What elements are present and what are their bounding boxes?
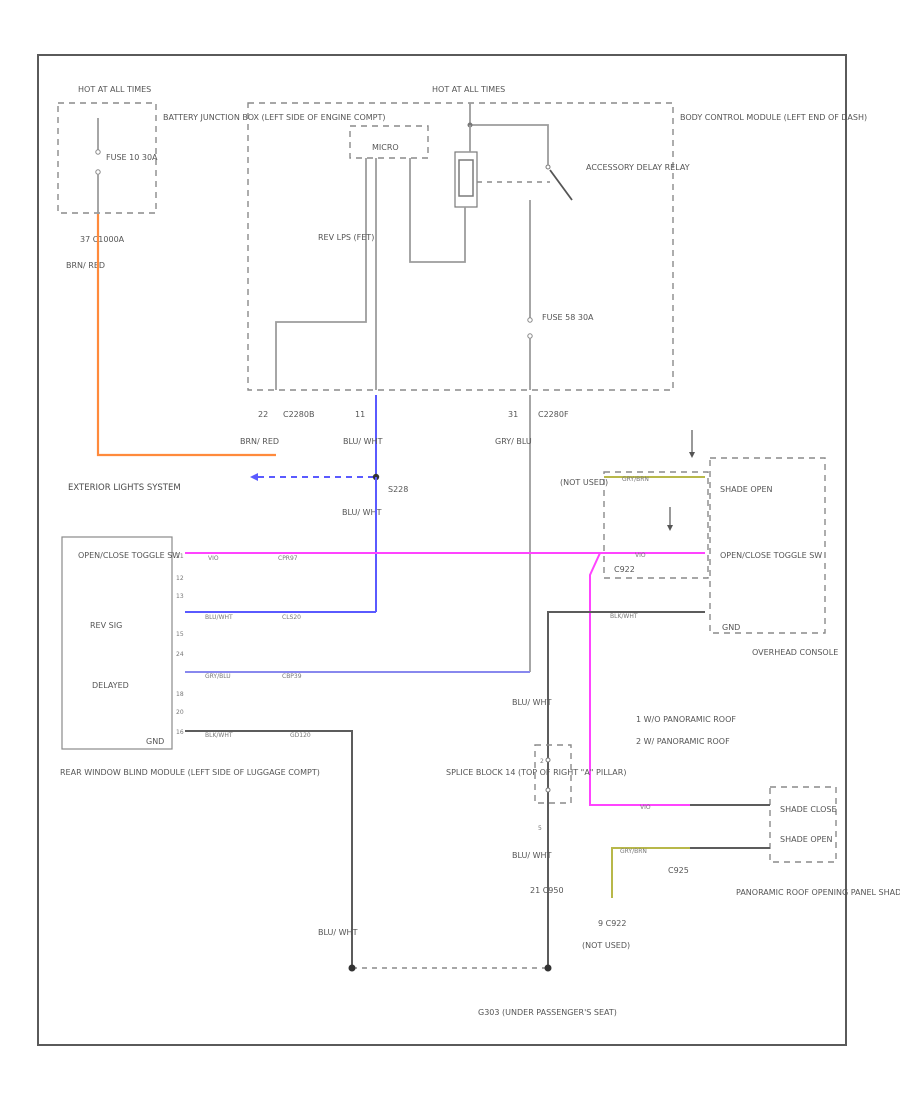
svg-text:EXTERIOR LIGHTS SYSTEM: EXTERIOR LIGHTS SYSTEM [68, 483, 181, 493]
svg-text:HOT AT ALL TIMES: HOT AT ALL TIMES [78, 85, 151, 94]
svg-text:CLS20: CLS20 [282, 614, 301, 621]
body-control-module: HOT AT ALL TIMES BODY CONTROL MODULE (LE… [247, 85, 867, 419]
svg-text:FUSE 10 30A: FUSE 10 30A [106, 153, 158, 162]
overhead-console: SHADE OPEN OPEN/CLOSE TOGGLE SW GND OVER… [560, 430, 838, 657]
svg-text:2 W/ PANORAMIC ROOF: 2 W/ PANORAMIC ROOF [636, 737, 730, 746]
svg-text:FUSE 58 30A: FUSE 58 30A [542, 313, 594, 322]
svg-text:VIO: VIO [208, 555, 219, 562]
svg-text:21: 21 [176, 553, 184, 560]
svg-text:BLU/ WHT: BLU/ WHT [512, 698, 552, 707]
svg-text:BRN/ RED: BRN/ RED [240, 437, 279, 446]
svg-text:12: 12 [176, 575, 184, 582]
splice-block-14: 2 SPLICE BLOCK 14 (TOP OF RIGHT "A" PILL… [446, 744, 626, 895]
svg-text:REAR WINDOW BLIND MODULE (LEFT: REAR WINDOW BLIND MODULE (LEFT SIDE OF L… [60, 768, 320, 777]
svg-text:13: 13 [176, 593, 184, 600]
svg-text:CPR97: CPR97 [278, 555, 298, 562]
svg-text:C925: C925 [668, 866, 689, 875]
svg-text:BLU/WHT: BLU/WHT [205, 614, 233, 621]
svg-text:G303 (UNDER PASSENGER'S SEAT): G303 (UNDER PASSENGER'S SEAT) [478, 1008, 617, 1017]
svg-text:GND: GND [146, 737, 164, 746]
svg-text:PANORAMIC ROOF OPENING PANEL S: PANORAMIC ROOF OPENING PANEL SHADE MOTOR… [736, 888, 900, 897]
svg-text:11: 11 [355, 410, 365, 419]
svg-text:31: 31 [508, 410, 518, 419]
svg-text:GRY/BRN: GRY/BRN [622, 476, 649, 483]
svg-text:BLK/WHT: BLK/WHT [610, 613, 638, 620]
svg-text:C2280F: C2280F [538, 410, 569, 419]
ground-wire-rear [185, 730, 353, 968]
ground-wire-console [547, 611, 705, 968]
svg-text:GND: GND [722, 623, 740, 632]
svg-text:REV SIG: REV SIG [90, 621, 122, 630]
svg-text:16: 16 [176, 729, 184, 736]
svg-text:HOT AT ALL TIMES: HOT AT ALL TIMES [432, 85, 505, 94]
svg-text:21 C950: 21 C950 [530, 886, 564, 895]
relay-coil [454, 151, 478, 208]
svg-text:BLU/ WHT: BLU/ WHT [342, 508, 382, 517]
svg-text:SPLICE BLOCK 14 (TOP OF RIGHT: SPLICE BLOCK 14 (TOP OF RIGHT "A" PILLAR… [446, 768, 626, 777]
pink-wire [185, 552, 690, 806]
svg-text:9 C922: 9 C922 [598, 919, 627, 928]
exterior-lights-system: EXTERIOR LIGHTS SYSTEM S228 BLU/ WHT [68, 473, 408, 517]
svg-text:GRY/BLU: GRY/BLU [205, 673, 231, 680]
orange-wire [96, 214, 276, 457]
svg-text:5: 5 [538, 825, 542, 832]
svg-text:CBP39: CBP39 [282, 673, 302, 680]
micro-box [349, 125, 429, 159]
svg-text:20: 20 [176, 709, 184, 716]
svg-text:OPEN/CLOSE TOGGLE SW: OPEN/CLOSE TOGGLE SW [720, 551, 822, 560]
panoramic-roof-shade-motor: SHADE CLOSE SHADE OPEN PANORAMIC ROOF OP… [582, 786, 900, 950]
svg-text:15: 15 [176, 631, 184, 638]
svg-text:ACCESSORY DELAY RELAY: ACCESSORY DELAY RELAY [586, 163, 690, 172]
svg-text:BODY CONTROL MODULE (LEFT END: BODY CONTROL MODULE (LEFT END OF DASH) [680, 113, 867, 122]
svg-text:GD120: GD120 [290, 732, 311, 739]
svg-text:18: 18 [176, 691, 184, 698]
svg-text:GRY/ BLU: GRY/ BLU [495, 437, 532, 446]
svg-text:22: 22 [258, 410, 268, 419]
svg-text:SHADE OPEN: SHADE OPEN [780, 835, 833, 844]
svg-text:C2280B: C2280B [283, 410, 314, 419]
svg-text:VIO: VIO [640, 804, 651, 811]
ground-g303: G303 (UNDER PASSENGER'S SEAT) [348, 964, 617, 1017]
svg-text:SHADE CLOSE: SHADE CLOSE [780, 805, 837, 814]
svg-text:BLU/ WHT: BLU/ WHT [318, 928, 358, 937]
svg-text:BLU/ WHT: BLU/ WHT [343, 437, 383, 446]
svg-text:VIO: VIO [635, 552, 646, 559]
rear-window-blind-module: OPEN/CLOSE TOGGLE SW REV SIG DELAYED GND… [60, 536, 320, 777]
battery-junction-box: HOT AT ALL TIMES BATTERY JUNCTION BOX (L… [57, 85, 385, 270]
svg-text:S228: S228 [388, 485, 408, 494]
svg-text:BATTERY JUNCTION BOX (LEFT SID: BATTERY JUNCTION BOX (LEFT SIDE OF ENGIN… [163, 113, 385, 122]
diagram-frame [37, 54, 847, 1046]
svg-text:1 W/O PANORAMIC ROOF: 1 W/O PANORAMIC ROOF [636, 715, 736, 724]
svg-text:MICRO: MICRO [372, 143, 399, 152]
svg-text:REV LPS (FET): REV LPS (FET) [318, 233, 374, 242]
svg-text:C922: C922 [614, 565, 635, 574]
svg-text:(NOT USED): (NOT USED) [582, 941, 630, 950]
svg-text:OVERHEAD CONSOLE: OVERHEAD CONSOLE [752, 648, 838, 657]
svg-text:2: 2 [540, 758, 544, 765]
svg-text:37 C1000A: 37 C1000A [80, 235, 125, 244]
svg-text:GRY/BRN: GRY/BRN [620, 848, 647, 855]
svg-text:BLU/ WHT: BLU/ WHT [512, 851, 552, 860]
svg-text:24: 24 [176, 651, 184, 658]
svg-text:(NOT USED): (NOT USED) [560, 478, 608, 487]
svg-text:BRN/ RED: BRN/ RED [66, 261, 105, 270]
svg-text:BLK/WHT: BLK/WHT [205, 732, 233, 739]
svg-text:SHADE OPEN: SHADE OPEN [720, 485, 773, 494]
svg-text:OPEN/CLOSE TOGGLE SW: OPEN/CLOSE TOGGLE SW [78, 551, 180, 560]
svg-text:DELAYED: DELAYED [92, 681, 129, 690]
